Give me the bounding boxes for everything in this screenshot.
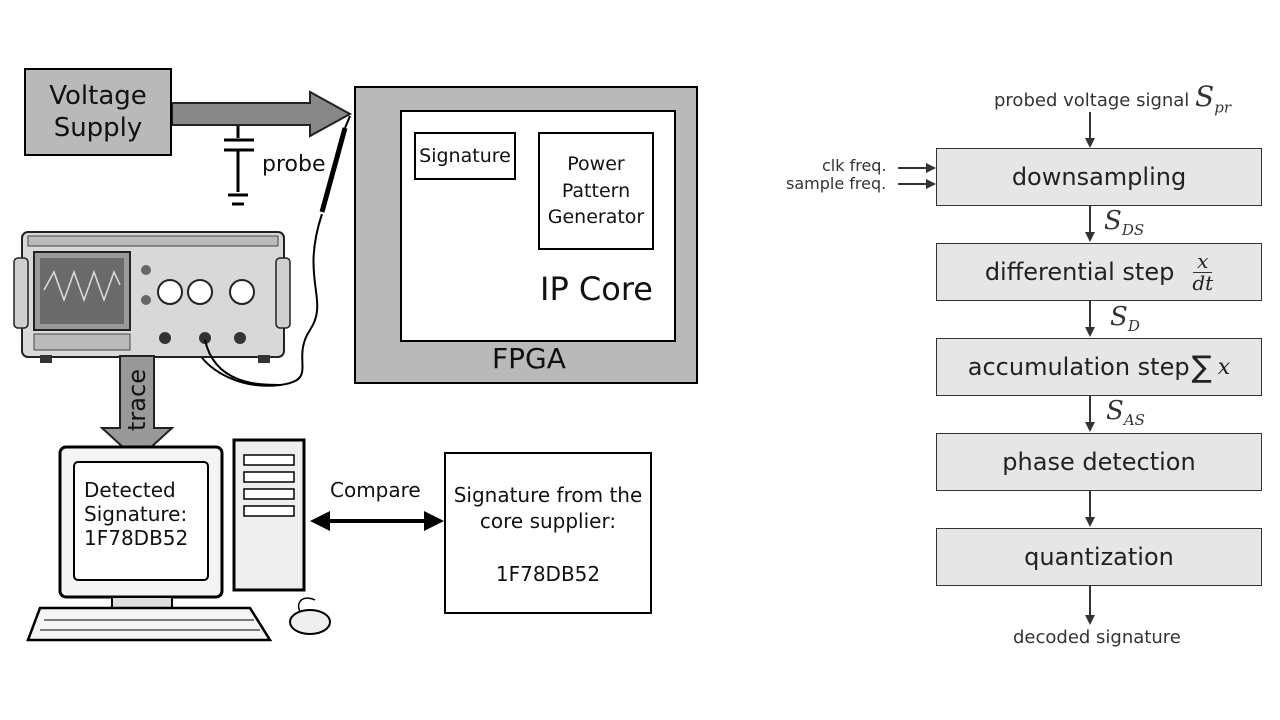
input-label-text: probed voltage signal <box>994 90 1190 111</box>
differential-label: differential step <box>984 258 1175 286</box>
signal-ds: SDS <box>1104 206 1145 240</box>
detected-signature-text: Detected Signature: 1F78DB52 <box>84 478 189 550</box>
accumulation-label: accumulation step <box>967 353 1190 381</box>
signal-as: SAS <box>1106 396 1145 430</box>
sum-variable: x <box>1217 354 1231 380</box>
fpga-box: Signature Power Pattern Generator IP Cor… <box>354 86 698 384</box>
probe-icon <box>199 115 351 387</box>
signature-box: Signature <box>414 132 516 180</box>
signal-d: SD <box>1110 302 1140 336</box>
phase-detection-step: phase detection <box>936 433 1262 491</box>
supply-arrow <box>171 90 353 138</box>
sample-freq-label: sample freq. <box>786 174 887 193</box>
downsampling-step: downsampling <box>936 148 1262 206</box>
voltage-supply-label: Voltage Supply <box>49 80 147 144</box>
input-label: probed voltage signal Spr <box>994 80 1231 117</box>
compare-label: Compare <box>330 478 421 502</box>
power-pattern-generator-box: Power Pattern Generator <box>538 132 654 250</box>
trace-label: trace <box>123 369 151 431</box>
capacitor-icon <box>224 126 254 206</box>
computer-icon <box>26 438 331 642</box>
compare-arrow <box>310 511 444 531</box>
fpga-label: FPGA <box>492 342 566 375</box>
ip-core-box: Signature Power Pattern Generator IP Cor… <box>400 110 676 342</box>
oscilloscope-icon <box>13 231 291 363</box>
sum-sign: ∑ <box>1191 349 1212 385</box>
supplier-signature-value: 1F78DB52 <box>495 562 601 586</box>
voltage-supply-box: Voltage Supply <box>24 68 172 156</box>
ip-core-label: IP Core <box>540 270 653 308</box>
quantization-step: quantization <box>936 528 1262 586</box>
power-pattern-generator-label: Power Pattern Generator <box>547 153 645 229</box>
probe-label: probe <box>262 152 326 177</box>
flow-arrows <box>898 112 1091 617</box>
supplier-signature-box: Signature from the core supplier: 1F78DB… <box>444 452 652 614</box>
supplier-signature-label: Signature from the core supplier: <box>453 483 643 533</box>
accumulation-step: accumulation step ∑ x <box>936 338 1262 396</box>
differential-step: differential step x dt <box>936 243 1262 301</box>
clk-freq-label: clk freq. <box>822 156 887 175</box>
phase-detection-label: phase detection <box>1002 448 1196 476</box>
signature-label: Signature <box>419 145 511 167</box>
trace-arrow <box>99 355 175 462</box>
input-symbol: Spr <box>1195 80 1232 117</box>
quantization-label: quantization <box>1024 543 1174 571</box>
differential-fraction: x dt <box>1192 248 1214 295</box>
output-label: decoded signature <box>1013 627 1181 648</box>
downsampling-label: downsampling <box>1011 163 1187 191</box>
